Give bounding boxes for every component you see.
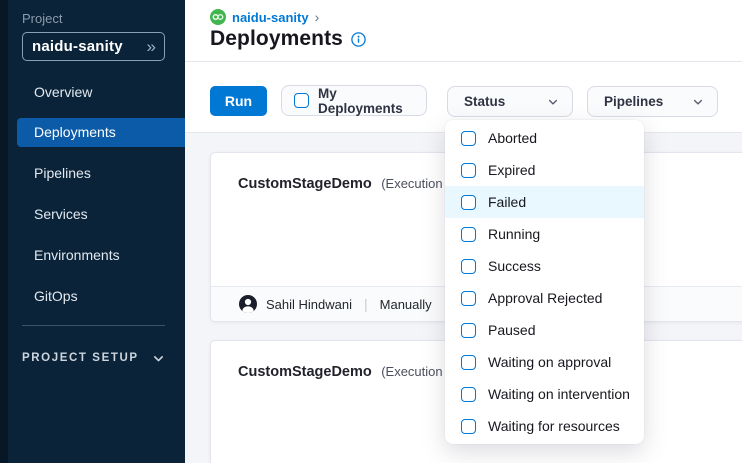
project-selector[interactable]: naidu-sanity » <box>22 32 165 61</box>
sidebar: Project naidu-sanity » Overview Deployme… <box>0 0 185 463</box>
deployment-card-title: CustomStageDemo (Execution Id <box>211 341 742 381</box>
deployment-card-title: CustomStageDemo (Execution Id <box>211 153 742 193</box>
my-deployments-label: My Deployments <box>318 85 403 116</box>
pipeline-name: CustomStageDemo <box>238 176 372 192</box>
page-header <box>185 0 742 62</box>
sidebar-item-gitops[interactable]: GitOps <box>34 288 78 304</box>
status-filter-menu: Aborted Expired Failed Running Success A… <box>445 120 644 444</box>
sidebar-item-environments[interactable]: Environments <box>34 247 120 263</box>
failed-checkbox[interactable] <box>461 194 476 210</box>
menu-item-waiting-on-intervention[interactable]: Waiting on intervention <box>445 378 644 410</box>
chevron-down-icon <box>692 96 704 108</box>
project-name: naidu-sanity <box>32 38 123 55</box>
sidebar-item-deployments[interactable]: Deployments <box>17 118 185 147</box>
title-row: Deployments <box>210 27 366 51</box>
success-checkbox[interactable] <box>461 258 476 274</box>
menu-item-paused[interactable]: Paused <box>445 314 644 346</box>
menu-item-success[interactable]: Success <box>445 250 644 282</box>
menu-item-label: Success <box>488 258 541 274</box>
breadcrumb: naidu-sanity › <box>210 9 319 25</box>
menu-item-aborted[interactable]: Aborted <box>445 122 644 154</box>
menu-item-waiting-on-approval[interactable]: Waiting on approval <box>445 346 644 378</box>
trigger-type: Manually <box>379 296 432 312</box>
menu-item-label: Paused <box>488 322 536 338</box>
info-icon[interactable] <box>351 31 366 47</box>
execution-id-text: (Execution Id <box>381 176 458 191</box>
execution-id-text: (Execution Id <box>381 364 458 379</box>
menu-item-label: Waiting on approval <box>488 354 612 370</box>
breadcrumb-project-link[interactable]: naidu-sanity <box>232 9 309 25</box>
menu-item-running[interactable]: Running <box>445 218 644 250</box>
avatar-icon <box>239 295 257 313</box>
status-filter-label: Status <box>464 94 506 109</box>
double-chevron-right-icon[interactable]: » <box>146 37 156 56</box>
project-setup-label: PROJECT SETUP <box>22 352 139 364</box>
approval-rejected-checkbox[interactable] <box>461 290 476 306</box>
menu-item-label: Approval Rejected <box>488 290 603 306</box>
sidebar-project-setup[interactable]: PROJECT SETUP <box>22 349 165 367</box>
menu-item-label: Waiting on intervention <box>488 386 630 402</box>
waiting-for-resources-checkbox[interactable] <box>461 418 476 434</box>
sidebar-item-pipelines[interactable]: Pipelines <box>34 165 91 181</box>
run-button[interactable]: Run <box>210 86 267 116</box>
menu-item-label: Failed <box>488 194 527 210</box>
footer-separator: | <box>364 296 368 312</box>
sidebar-item-services[interactable]: Services <box>34 206 88 222</box>
menu-item-failed[interactable]: Failed <box>445 186 644 218</box>
module-nav-strip <box>0 0 8 463</box>
waiting-on-approval-checkbox[interactable] <box>461 354 476 370</box>
running-checkbox[interactable] <box>461 226 476 242</box>
menu-item-expired[interactable]: Expired <box>445 154 644 186</box>
page-title: Deployments <box>210 27 343 50</box>
waiting-on-intervention-checkbox[interactable] <box>461 386 476 402</box>
pipelines-filter-label: Pipelines <box>604 94 664 109</box>
my-deployments-checkbox[interactable] <box>294 93 309 108</box>
my-deployments-filter[interactable]: My Deployments <box>281 85 427 116</box>
menu-item-approval-rejected[interactable]: Approval Rejected <box>445 282 644 314</box>
cd-module-icon <box>210 9 226 25</box>
pipeline-name: CustomStageDemo <box>238 364 372 380</box>
status-filter-dropdown[interactable]: Status <box>447 86 573 117</box>
sidebar-item-overview[interactable]: Overview <box>34 84 93 100</box>
author-name: Sahil Hindwani <box>266 296 352 312</box>
menu-item-label: Aborted <box>488 130 538 146</box>
expired-checkbox[interactable] <box>461 162 476 178</box>
pipelines-filter-dropdown[interactable]: Pipelines <box>587 86 718 117</box>
menu-item-waiting-for-resources[interactable]: Waiting for resources <box>445 410 644 442</box>
sidebar-divider <box>22 325 165 326</box>
menu-item-label: Expired <box>488 162 536 178</box>
chevron-right-icon: › <box>314 9 320 25</box>
chevron-down-icon <box>152 352 165 365</box>
paused-checkbox[interactable] <box>461 322 476 338</box>
menu-item-label: Running <box>488 226 541 242</box>
aborted-checkbox[interactable] <box>461 130 476 146</box>
menu-item-label: Waiting for resources <box>488 418 620 434</box>
project-label: Project <box>22 11 63 26</box>
chevron-down-icon <box>547 96 559 108</box>
